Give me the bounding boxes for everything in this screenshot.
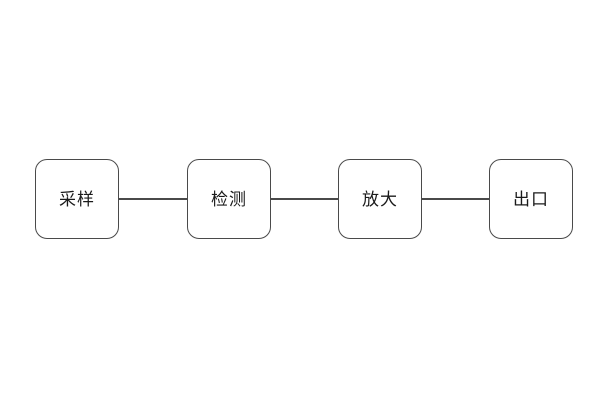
flow-node-outlet-label: 出口 xyxy=(513,189,549,209)
flow-node-outlet: 出口 xyxy=(489,159,573,239)
flow-node-sampling: 采样 xyxy=(35,159,119,239)
connector-amplification-outlet xyxy=(422,198,489,200)
flow-node-sampling-label: 采样 xyxy=(59,189,95,209)
connector-sampling-detection xyxy=(119,198,187,200)
flow-node-detection: 检测 xyxy=(187,159,271,239)
flow-node-amplification: 放大 xyxy=(338,159,422,239)
flow-node-detection-label: 检测 xyxy=(211,189,247,209)
flow-node-amplification-label: 放大 xyxy=(362,189,398,209)
connector-detection-amplification xyxy=(271,198,338,200)
